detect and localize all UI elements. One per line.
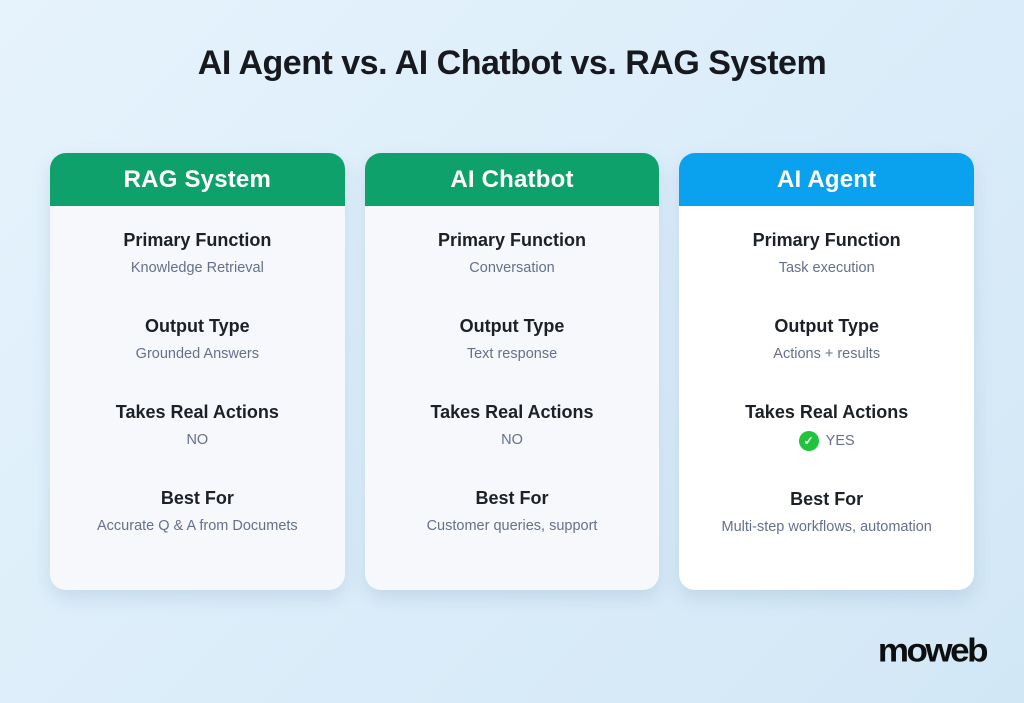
section-value: Text response — [466, 346, 558, 362]
card-header-ai-agent: AI Agent — [679, 153, 975, 206]
card-ai-agent: AI Agent Primary Function Task execution… — [679, 153, 975, 590]
section-label: Takes Real Actions — [745, 402, 909, 422]
section-output-type: Output Type Grounded Answers — [64, 315, 331, 364]
section-best-for: Best For Customer queries, support — [379, 487, 646, 536]
section-label: Primary Function — [752, 230, 901, 250]
moweb-logo: moweb — [877, 631, 989, 670]
section-value: Accurate Q & A from Documets — [97, 518, 298, 534]
card-title: RAG System — [123, 165, 272, 193]
section-takes-real-actions: Takes Real Actions NO — [64, 401, 331, 450]
section-output-type: Output Type Text response — [379, 315, 646, 364]
page-title: AI Agent vs. AI Chatbot vs. RAG System — [197, 44, 827, 82]
comparison-cards: RAG System Primary Function Knowledge Re… — [50, 153, 975, 590]
section-label: Best For — [160, 488, 234, 508]
card-title: AI Agent — [776, 165, 877, 193]
section-takes-real-actions: Takes Real Actions NO — [379, 401, 646, 450]
section-label: Takes Real Actions — [115, 402, 279, 422]
section-takes-real-actions: Takes Real Actions ✓ YES — [693, 401, 960, 451]
section-label: Primary Function — [437, 230, 587, 250]
section-value: Multi-step workflows, automation — [721, 519, 932, 535]
section-primary-function: Primary Function Conversation — [379, 229, 646, 278]
card-title: AI Chatbot — [450, 165, 574, 193]
section-label: Output Type — [145, 316, 250, 336]
section-label: Output Type — [459, 316, 565, 336]
section-value: NO — [186, 432, 209, 448]
section-label: Best For — [790, 489, 864, 509]
section-best-for: Best For Multi-step workflows, automatio… — [693, 488, 960, 537]
check-icon: ✓ — [798, 431, 819, 451]
card-body: Primary Function Knowledge Retrieval Out… — [50, 206, 345, 536]
section-value: NO — [501, 432, 523, 448]
section-primary-function: Primary Function Task execution — [693, 229, 960, 278]
section-value: YES — [825, 432, 855, 449]
card-header-rag-system: RAG System — [50, 153, 345, 206]
card-body: Primary Function Conversation Output Typ… — [365, 206, 660, 536]
section-value: Actions + results — [773, 346, 881, 362]
section-label: Best For — [475, 488, 549, 508]
section-value: Task execution — [778, 260, 875, 276]
section-label: Primary Function — [123, 230, 272, 250]
section-best-for: Best For Accurate Q & A from Documets — [64, 487, 331, 536]
section-label: Takes Real Actions — [430, 402, 594, 422]
section-value: Customer queries, support — [426, 518, 598, 534]
card-ai-chatbot: AI Chatbot Primary Function Conversation… — [364, 153, 660, 590]
section-value: Knowledge Retrieval — [130, 260, 264, 276]
card-rag-system: RAG System Primary Function Knowledge Re… — [50, 153, 345, 590]
section-value: Conversation — [469, 260, 555, 276]
card-body: Primary Function Task execution Output T… — [679, 206, 974, 537]
card-header-ai-chatbot: AI Chatbot — [364, 153, 660, 206]
section-value: Grounded Answers — [135, 346, 259, 362]
section-output-type: Output Type Actions + results — [693, 315, 960, 364]
section-primary-function: Primary Function Knowledge Retrieval — [64, 229, 331, 278]
section-label: Output Type — [774, 316, 879, 336]
yes-value-row: ✓ YES — [693, 431, 960, 451]
